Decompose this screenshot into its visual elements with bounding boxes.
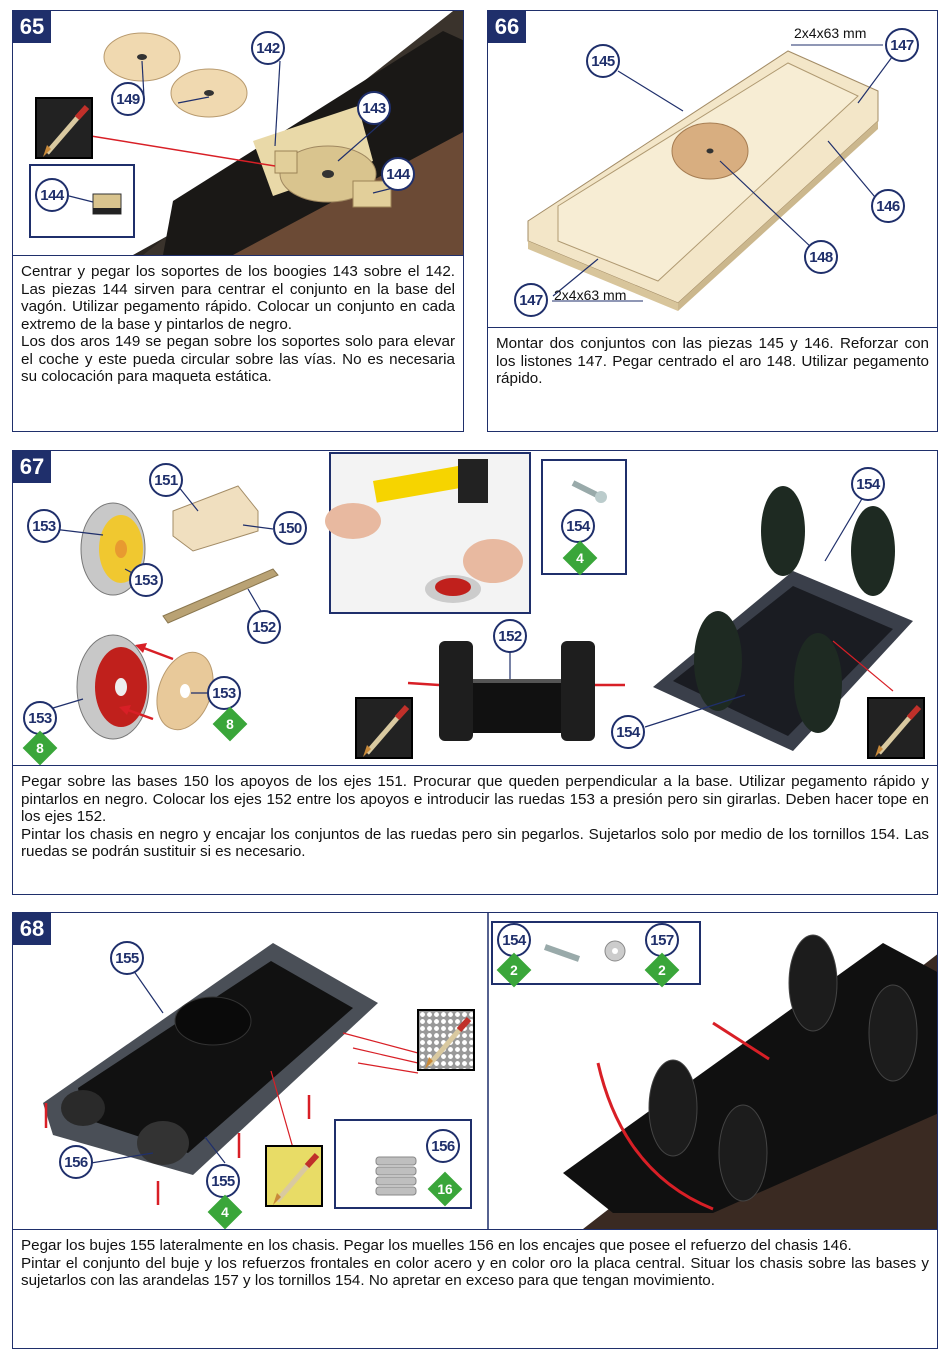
part-label-146: 146: [871, 189, 905, 223]
part-label-142: 142: [251, 31, 285, 65]
step-number: 67: [13, 451, 51, 483]
part-label-143: 143: [357, 91, 391, 125]
step-number: 66: [488, 11, 526, 43]
paint-brush-icon: [35, 97, 93, 159]
part-label-144-inset: 144: [35, 178, 69, 212]
instruction-paragraph: Montar dos conjuntos con las piezas 145 …: [496, 335, 929, 387]
step-66-instructions: Montar dos conjuntos con las piezas 145 …: [488, 327, 937, 431]
part-label-144: 144: [381, 157, 415, 191]
part-label-151: 151: [149, 463, 183, 497]
step-65-instructions: Centrar y pegar los soportes de los boog…: [13, 255, 463, 431]
step-68-instructions: Pegar los bujes 155 lateralmente en los …: [13, 1229, 937, 1348]
step-66-illustration: 2x4x63 mm 2x4x63 mm 145 147 146 148 147: [488, 11, 937, 327]
part-label-156-left: 156: [59, 1145, 93, 1179]
part-label-153-c: 153: [207, 676, 241, 710]
part-label-145: 145: [586, 44, 620, 78]
step-67-illustration: 151 150 153 153 152 153 8 153 8 154 4 15…: [13, 451, 937, 765]
part-label-155-bottom: 155: [206, 1164, 240, 1198]
paint-brush-gold-icon: [265, 1145, 323, 1207]
part-label-148: 148: [804, 240, 838, 274]
part-label-150: 150: [273, 511, 307, 545]
step-66-panel: 66 2x4x63 mm 2x4x63 mm 145 147 146 148 1: [487, 10, 938, 432]
part-label-152-axle: 152: [493, 619, 527, 653]
instruction-paragraph: Pegar sobre las bases 150 los apoyos de …: [21, 773, 929, 825]
dimension-label-top: 2x4x63 mm: [794, 25, 867, 41]
instruction-paragraph: Pintar el conjunto del buje y los refuer…: [21, 1254, 929, 1290]
paint-brush-steel-icon: [417, 1009, 475, 1071]
step-number: 65: [13, 11, 51, 43]
step-65-panel: 65: [12, 10, 464, 432]
part-label-152: 152: [247, 610, 281, 644]
step-68-panel: 68: [12, 912, 938, 1349]
part-label-149: 149: [111, 82, 145, 116]
quantity-badge: 2: [496, 952, 532, 988]
part-label-156-inset: 156: [426, 1129, 460, 1163]
paint-brush-icon: [355, 697, 413, 759]
wheel-axle-assembly-photos: [42, 452, 913, 751]
step-65-illustration: 144 149 142 143 144: [13, 11, 463, 255]
instruction-paragraph: Pegar los bujes 155 lateralmente en los …: [21, 1237, 852, 1254]
wooden-base-assembly-drawing: [527, 44, 899, 311]
part-label-154-inset: 154: [561, 509, 595, 543]
quantity-badge: 4: [207, 1194, 243, 1229]
step-68-illustration: 155 156 155 4 156 16 154 2 157 2: [13, 913, 937, 1229]
paint-brush-icon: [867, 697, 925, 759]
bogie-chassis-photos: [43, 913, 937, 1229]
part-label-147-top: 147: [885, 28, 919, 62]
part-label-154-top: 154: [851, 467, 885, 501]
instruction-paragraph: Centrar y pegar los soportes de los boog…: [21, 263, 455, 333]
part-label-153-b: 153: [129, 563, 163, 597]
part-label-147-bottom: 147: [514, 283, 548, 317]
quantity-badge: 16: [427, 1171, 463, 1207]
dimension-label-bottom: 2x4x63 mm: [554, 287, 627, 303]
quantity-badge: 4: [562, 540, 598, 576]
quantity-badge: 8: [212, 706, 248, 742]
part-label-153-a: 153: [27, 509, 61, 543]
step-67-instructions: Pegar sobre las bases 150 los apoyos de …: [13, 765, 937, 894]
step-67-panel: 67: [12, 450, 938, 895]
quantity-badge: 2: [644, 952, 680, 988]
quantity-badge: 8: [22, 730, 58, 765]
part-label-155-top: 155: [110, 941, 144, 975]
part-label-154-bottom: 154: [611, 715, 645, 749]
instruction-paragraph: Los dos aros 149 se pegan sobre los sopo…: [21, 333, 455, 385]
step-number: 68: [13, 913, 51, 945]
instruction-paragraph: Pintar los chasis en negro y encajar los…: [21, 825, 929, 861]
